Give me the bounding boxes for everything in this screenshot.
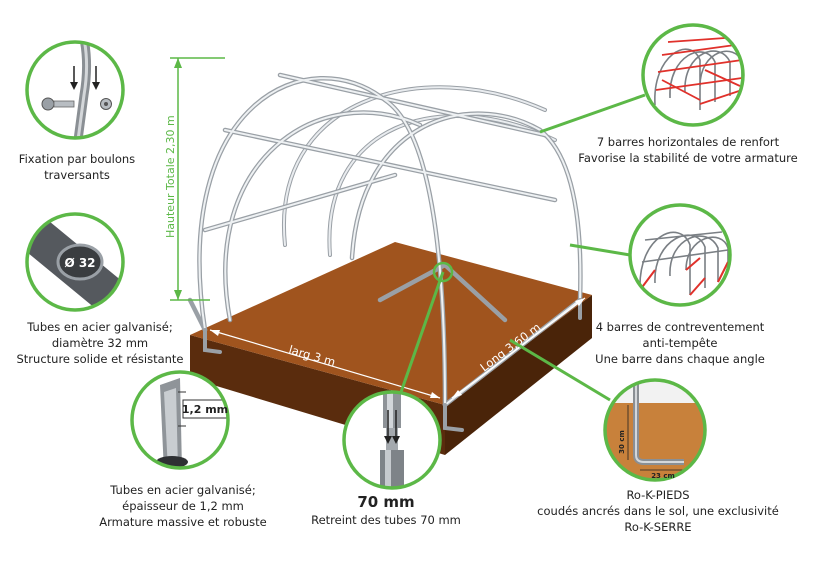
thickness-caption-3: Armature massive et robuste	[99, 515, 267, 529]
hbars-caption-1: 7 barres horizontales de renfort	[597, 135, 780, 149]
bracing-caption-3: Une barre dans chaque angle	[595, 352, 765, 366]
feet-caption-2: coudés ancrés dans le sol, une exclusivi…	[537, 504, 779, 518]
feet-dim-horizontal: 23 cm	[651, 472, 675, 480]
anchor-foot-icon: 30 cm 23 cm	[603, 378, 707, 482]
tube-swage-icon	[342, 390, 442, 490]
tube-caption-3: Structure solide et résistante	[17, 352, 184, 366]
height-dimension: Hauteur Totale 2,30 m	[164, 57, 225, 301]
callout-lines	[398, 93, 646, 402]
tube-thickness-icon: 1,2 mm	[130, 370, 230, 470]
bracing-caption-1: 4 barres de contreventement	[596, 320, 765, 334]
swage-marker	[432, 261, 454, 283]
tube-caption-2: diamètre 32 mm	[52, 336, 148, 350]
bracing-bars-icon	[628, 203, 732, 307]
thickness-caption-2: épaisseur de 1,2 mm	[122, 499, 244, 513]
height-label: Hauteur Totale 2,30 m	[164, 115, 177, 238]
horizontal-bars-icon	[641, 23, 745, 127]
swage-title: 70 mm	[357, 493, 414, 511]
bolts-caption-1: Fixation par boulons	[19, 152, 135, 166]
tube-diameter-badge: Ø 32	[64, 256, 95, 270]
bolts-caption-2: traversants	[44, 168, 110, 182]
soil-top	[190, 242, 592, 405]
swage-caption: Retreint des tubes 70 mm	[311, 513, 461, 527]
tube-caption-1: Tubes en acier galvanisé;	[26, 320, 172, 334]
tube-section-icon: Ø 32	[25, 212, 125, 312]
bolt-fixation-icon	[25, 40, 125, 140]
feet-caption-1: Ro-K-PIEDS	[626, 488, 689, 502]
thickness-badge: 1,2 mm	[182, 403, 228, 416]
feet-dim-vertical: 30 cm	[618, 430, 626, 454]
thickness-caption-1: Tubes en acier galvanisé;	[109, 483, 255, 497]
feet-caption-3: Ro-K-SERRE	[624, 520, 691, 534]
hbars-caption-2: Favorise la stabilité de votre armature	[578, 151, 797, 165]
soil-side-right	[445, 295, 592, 455]
bracing-caption-2: anti-tempête	[643, 336, 718, 350]
